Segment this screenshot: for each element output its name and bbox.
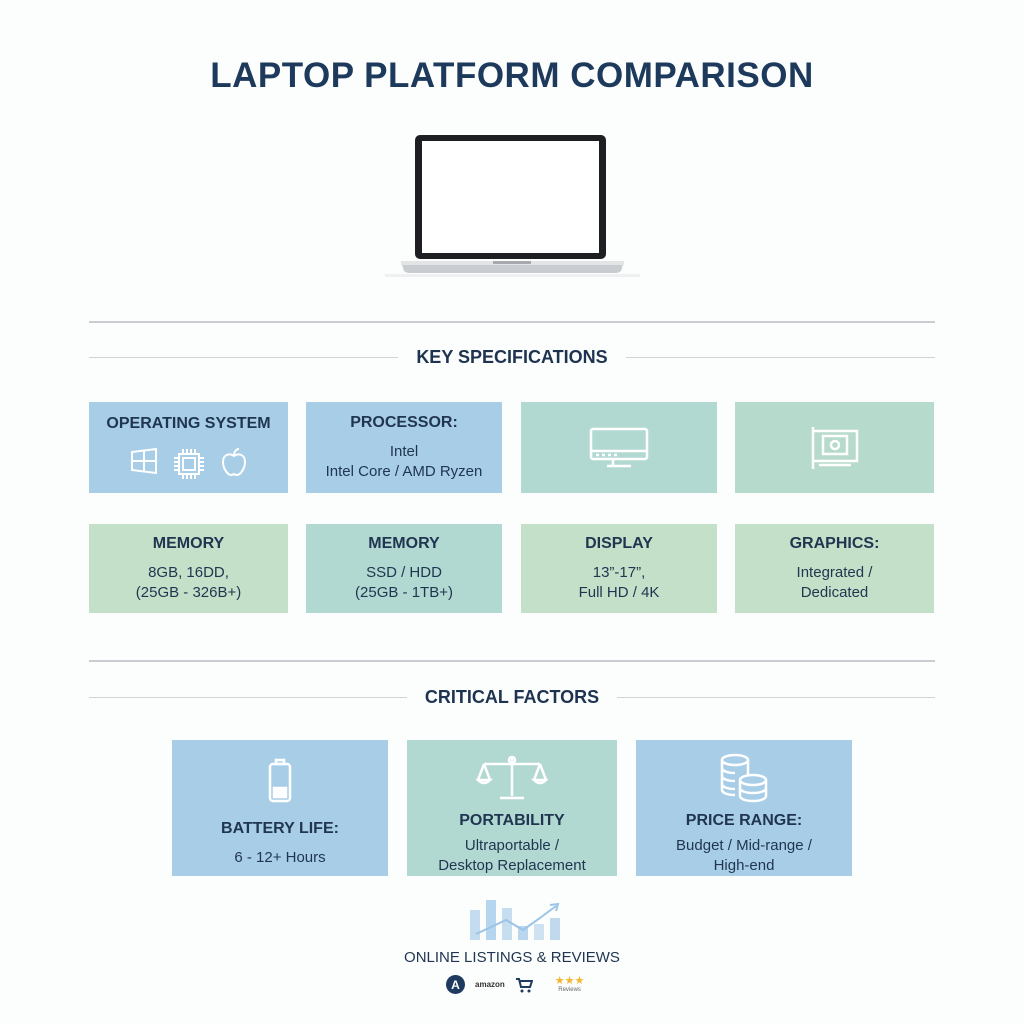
card-heading: DISPLAY: [585, 534, 653, 552]
spec-card-processor: PROCESSOR: Intel Intel Core / AMD Ryzen: [306, 402, 502, 493]
divider: [89, 321, 935, 323]
factor-card-portability: PORTABILITY Ultraportable / Desktop Repl…: [407, 740, 617, 876]
scale-icon: [476, 755, 548, 800]
stars-icon: ★★★: [554, 975, 585, 987]
divider: [89, 660, 935, 662]
card-text: Full HD / 4K: [578, 583, 660, 601]
amazon-logo[interactable]: amazon: [475, 980, 505, 989]
card-text: Intel: [389, 442, 419, 460]
chip-icon: [173, 448, 204, 479]
section-title: KEY SPECIFICATIONS: [416, 347, 608, 367]
section-header-critical: CRITICAL FACTORS: [89, 687, 935, 708]
card-text: 6 - 12+ Hours: [234, 849, 326, 866]
card-heading: PRICE RANGE:: [685, 812, 803, 829]
coins-icon: [720, 753, 768, 803]
card-text: Intel Core / AMD Ryzen: [325, 462, 483, 480]
card-heading: PROCESSOR:: [350, 413, 458, 431]
card-heading: GRAPHICS:: [789, 534, 880, 552]
graphics-card-icon: [811, 426, 858, 469]
card-text: 8GB, 16DD,: [148, 563, 229, 581]
spec-card-graphics-icon: [735, 402, 934, 493]
footer-label: ONLINE LISTINGS & REVIEWS: [404, 949, 620, 966]
spec-card-os: OPERATING SYSTEM: [89, 402, 288, 493]
page-title: LAPTOP PLATFORM COMPARISON: [210, 56, 814, 95]
monitor-icon: [589, 427, 649, 467]
spec-card-graphics: GRAPHICS: Integrated / Dedicated: [735, 524, 934, 613]
spec-card-monitor: [521, 402, 717, 493]
spec-card-memory: MEMORY 8GB, 16DD, (25GB - 326B+): [89, 524, 288, 613]
rating[interactable]: ★★★ Reviews: [554, 975, 585, 994]
section-title: CRITICAL FACTORS: [424, 687, 600, 707]
apple-icon: [221, 447, 246, 476]
card-text: SSD / HDD: [366, 563, 442, 581]
a-badge[interactable]: A: [446, 975, 465, 994]
card-heading: OPERATING SYSTEM: [106, 414, 271, 432]
bar-chart-icon: [468, 898, 563, 943]
spec-card-storage: MEMORY SSD / HDD (25GB - 1TB+): [306, 524, 502, 613]
card-heading: MEMORY: [152, 534, 225, 552]
card-text: (25GB - 1TB+): [355, 583, 453, 601]
factor-card-price: PRICE RANGE: Budget / Mid-range / High-e…: [636, 740, 852, 876]
card-text: (25GB - 326B+): [135, 583, 242, 601]
card-text: Ultraportable /: [464, 837, 560, 854]
cart-icon[interactable]: [515, 977, 533, 993]
battery-icon: [268, 758, 292, 803]
card-text: Integrated /: [796, 563, 873, 581]
card-heading: BATTERY LIFE:: [221, 820, 339, 837]
source-logos: A amazon ★★★ Reviews: [446, 975, 584, 994]
spec-card-display: DISPLAY 13”-17”, Full HD / 4K: [521, 524, 717, 613]
card-text: High-end: [713, 857, 775, 874]
card-text: Desktop Replacement: [438, 857, 586, 874]
card-text: 13”-17”,: [592, 563, 646, 581]
laptop-illustration: [385, 133, 640, 278]
card-text: Dedicated: [800, 583, 869, 601]
card-text: Budget / Mid-range /: [676, 837, 812, 854]
card-heading: PORTABILITY: [459, 812, 565, 829]
section-header-key-specs: KEY SPECIFICATIONS: [89, 347, 935, 368]
card-heading: MEMORY: [368, 534, 440, 552]
factor-card-battery: BATTERY LIFE: 6 - 12+ Hours: [172, 740, 388, 876]
windows-icon: [130, 447, 157, 474]
rating-label: Reviews: [558, 987, 581, 993]
